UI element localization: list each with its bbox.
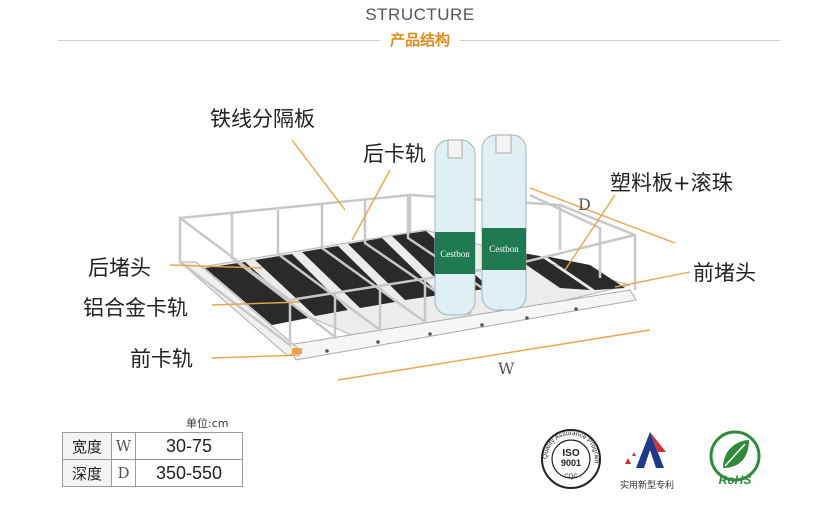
callout-back-rail: 后卡轨	[363, 142, 426, 166]
spec-value: 350-550	[135, 459, 243, 487]
water-bottles: Cestbon Cestbon	[434, 134, 527, 316]
iso-9001-logo: Quality Assurance Program ISO 9001 CQC	[541, 429, 601, 489]
spec-symbol: W	[111, 432, 136, 460]
spec-unit-label: 单位:cm	[186, 417, 229, 430]
dimension-lines	[337, 187, 676, 381]
wire-dividers	[178, 193, 637, 348]
leader-lines	[169, 139, 691, 359]
spec-value: 30-75	[135, 432, 243, 460]
patent-logo	[625, 432, 666, 468]
bottle-label-right: Cestbon	[489, 244, 519, 254]
table-row: 深度 D 350-550	[62, 459, 243, 487]
callout-plastic-plate: 塑料板+滚珠	[610, 171, 733, 195]
patent-text: 实用新型专利	[620, 481, 675, 491]
spec-table: 宽度 W 30-75 深度 D 350-550	[62, 432, 243, 487]
callout-front-rail: 前卡轨	[130, 347, 193, 371]
header-title: STRUCTURE	[365, 5, 475, 24]
table-row: 宽度 W 30-75	[62, 432, 243, 460]
depth-dimension-label: D	[578, 195, 591, 214]
header-rule-left	[58, 40, 390, 41]
header-subtitle: 产品结构	[0, 29, 840, 50]
rohs-text: RoHS	[719, 473, 752, 487]
callout-back-stopper: 后堵头	[88, 256, 151, 280]
header-rule-right	[450, 40, 780, 41]
iso-number-text: 9001	[561, 458, 581, 468]
iso-mark-text: CQC	[564, 474, 578, 480]
callout-aluminum-rail: 铝合金卡轨	[83, 296, 188, 320]
spec-symbol: D	[111, 459, 136, 487]
callout-wire-divider: 铁线分隔板	[210, 107, 315, 131]
iso-main-text: ISO	[562, 448, 579, 459]
rohs-logo: RoHS	[709, 430, 761, 487]
spec-name: 宽度	[62, 432, 112, 460]
spec-name: 深度	[62, 459, 112, 487]
callout-front-stopper: 前堵头	[693, 261, 756, 285]
bottle-label-left: Cestbon	[440, 249, 470, 259]
width-dimension-label: W	[498, 359, 515, 378]
